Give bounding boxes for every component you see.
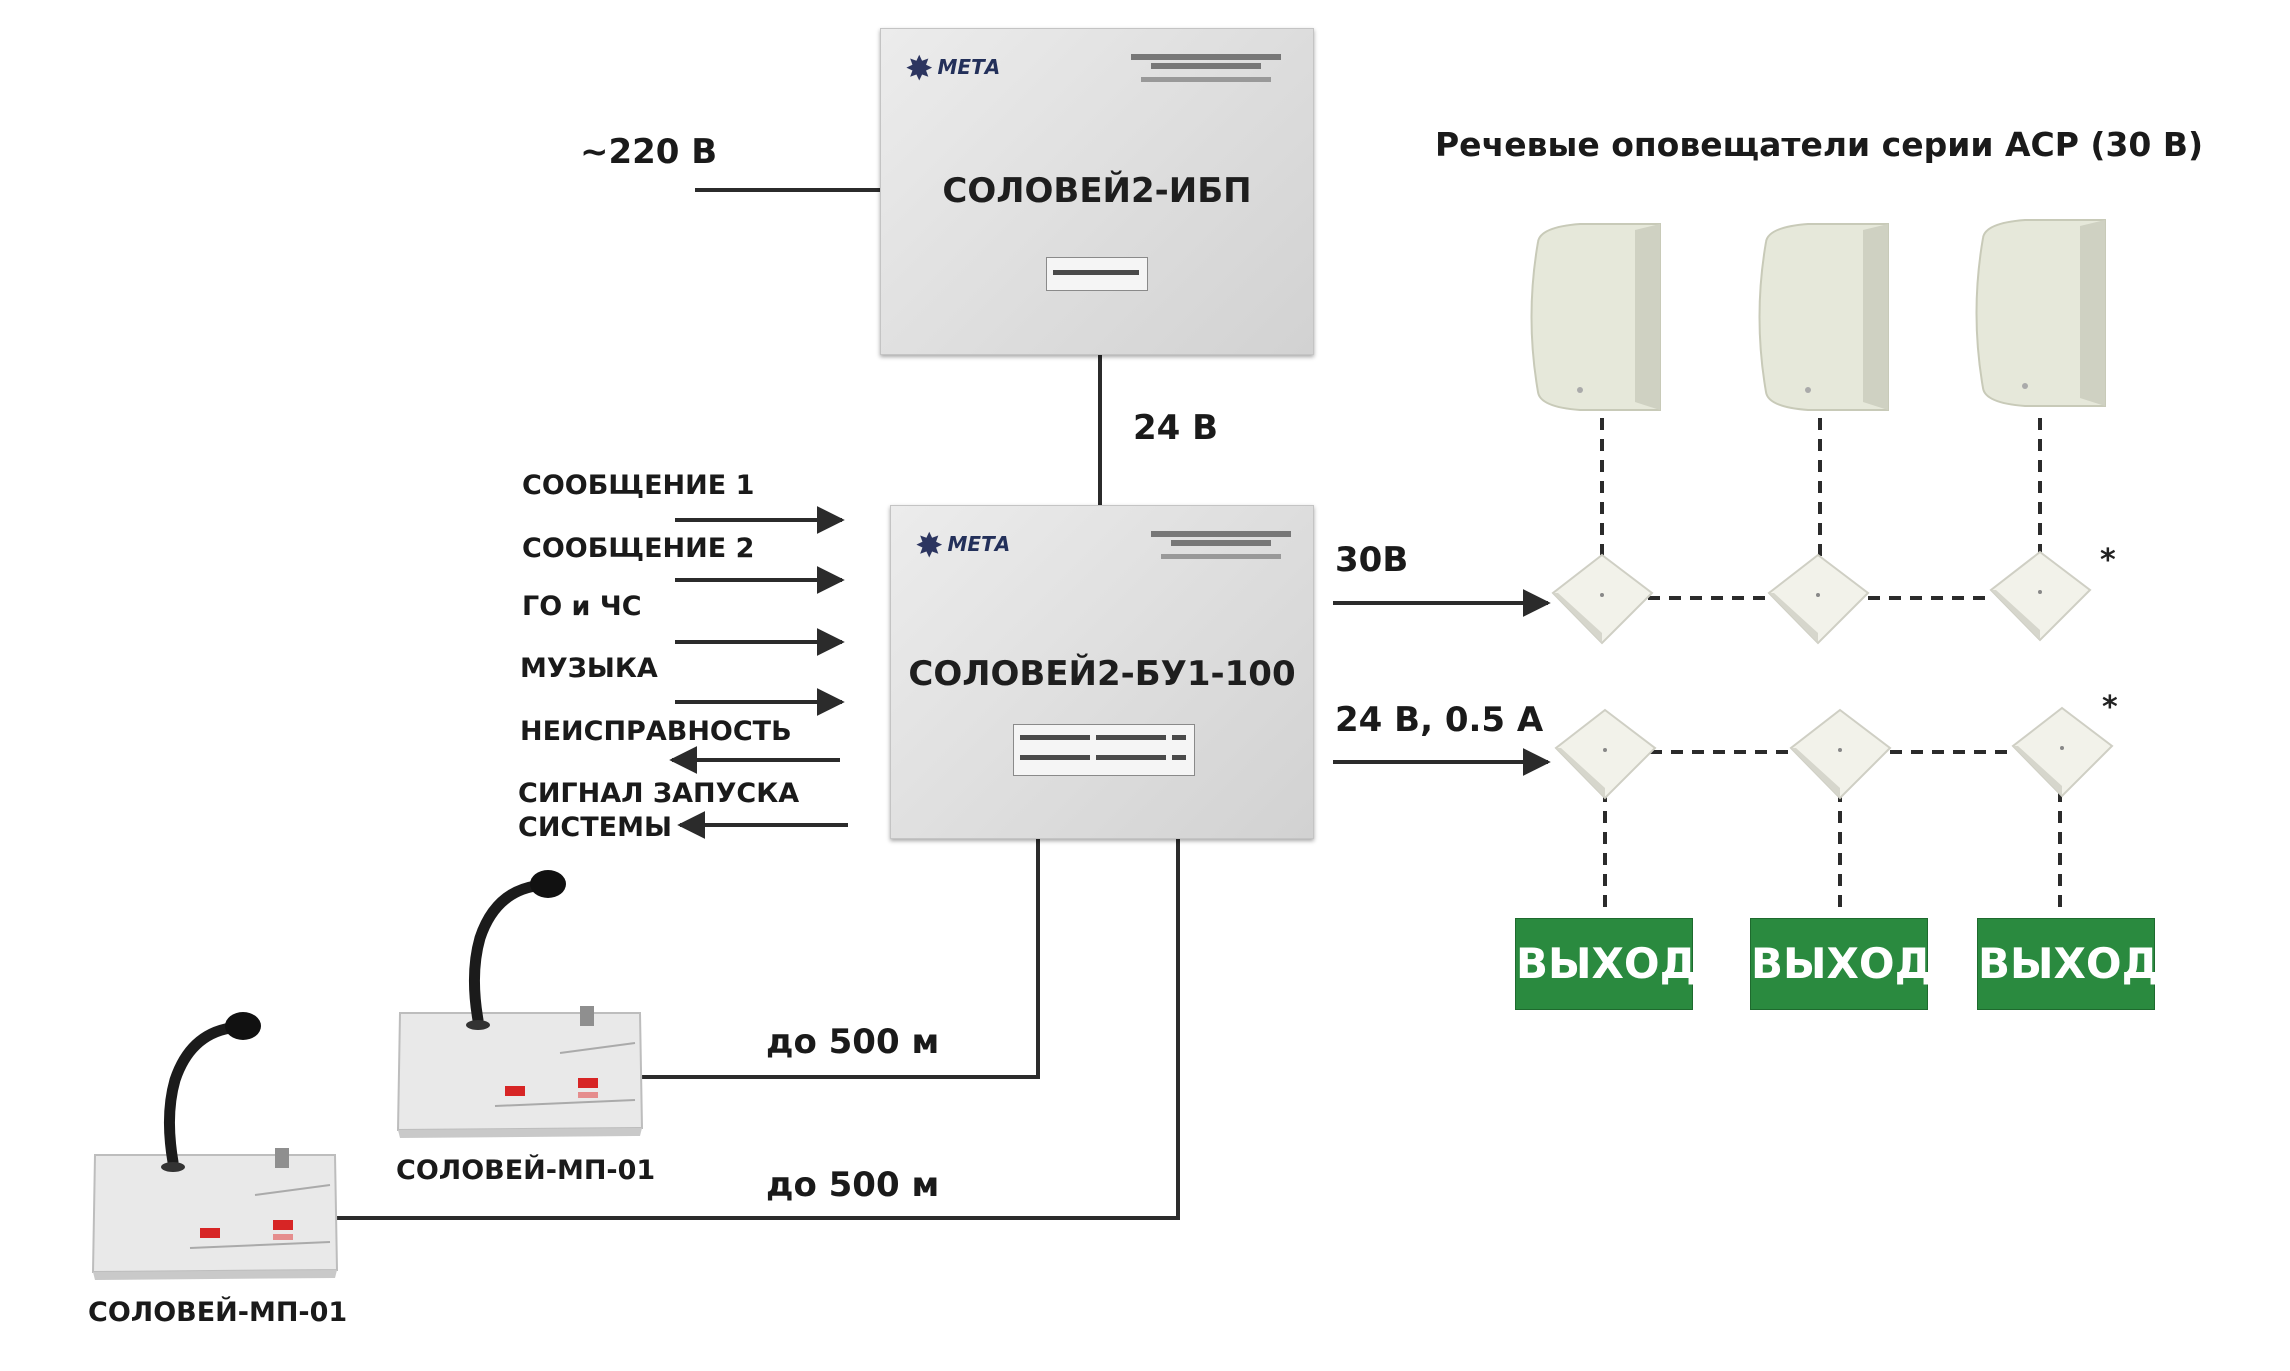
junction-box-speaker-2 xyxy=(1766,553,1871,652)
end-marker-lights: * xyxy=(2102,690,2118,725)
console-line-2 xyxy=(335,838,1180,1220)
exit-sign-3: ВЫХОД xyxy=(1977,918,2159,1010)
ibp-indicator-panel xyxy=(1046,257,1148,291)
exit-sign-1: ВЫХОД xyxy=(1515,918,1697,1010)
junction-box-light-2 xyxy=(1788,708,1893,807)
bu-small-print xyxy=(1141,528,1301,567)
speakers-title: Речевые оповещатели серии АСР (30 В) xyxy=(1435,125,2204,164)
microphone-console-1 xyxy=(390,868,650,1142)
line-30v-label: 30В xyxy=(1335,540,1409,580)
ibp-link-label: 24 В xyxy=(1133,408,1219,448)
bu-unit: ✸МЕТА СОЛОВЕЙ2-БУ1-100 xyxy=(890,505,1314,839)
junction-box-speaker-1 xyxy=(1550,553,1655,652)
output-label-start-signal: СИГНАЛ ЗАПУСКА xyxy=(518,778,800,809)
ibp-small-print xyxy=(1121,51,1291,90)
line-24v-label: 24 В, 0.5 А xyxy=(1335,700,1544,740)
ibp-unit-title: СОЛОВЕЙ2-ИБП xyxy=(942,171,1252,211)
junction-box-light-1 xyxy=(1553,708,1658,807)
speaker-3 xyxy=(1965,218,2110,417)
input-label-message-2: СООБЩЕНИЕ 2 xyxy=(522,533,755,564)
input-label-message-1: СООБЩЕНИЕ 1 xyxy=(522,470,755,501)
output-label-start-signal-2: СИСТЕМЫ xyxy=(518,812,672,843)
exit-sign-2: ВЫХОД xyxy=(1750,918,1932,1010)
console-2-distance: до 500 м xyxy=(766,1165,940,1205)
mains-label: ~220 В xyxy=(580,132,718,172)
bu-indicator-panel xyxy=(1013,724,1195,776)
speaker-1 xyxy=(1520,222,1665,421)
meta-logo: ✸МЕТА xyxy=(905,49,1001,89)
speaker-2 xyxy=(1748,222,1893,421)
console-1-distance: до 500 м xyxy=(766,1022,940,1062)
input-label-music: МУЗЫКА xyxy=(520,653,658,684)
console-line-1 xyxy=(640,838,1040,1079)
console-2-label: СОЛОВЕЙ-МП-01 xyxy=(88,1297,348,1328)
meta-logo-icon: ✸ xyxy=(905,49,934,89)
junction-box-speaker-3 xyxy=(1988,550,2093,649)
end-marker-speakers: * xyxy=(2100,543,2116,578)
bu-unit-title: СОЛОВЕЙ2-БУ1-100 xyxy=(908,654,1296,694)
console-1-label: СОЛОВЕЙ-МП-01 xyxy=(396,1155,656,1186)
ibp-unit: ✸МЕТА СОЛОВЕЙ2-ИБП xyxy=(880,28,1314,355)
output-label-fault: НЕИСПРАВНОСТЬ xyxy=(520,716,792,747)
meta-logo: ✸МЕТА xyxy=(915,526,1011,566)
junction-box-light-3 xyxy=(2010,706,2115,805)
meta-logo-icon: ✸ xyxy=(915,526,944,566)
input-label-go-chs: ГО и ЧС xyxy=(522,591,642,622)
microphone-console-2 xyxy=(85,1010,345,1284)
